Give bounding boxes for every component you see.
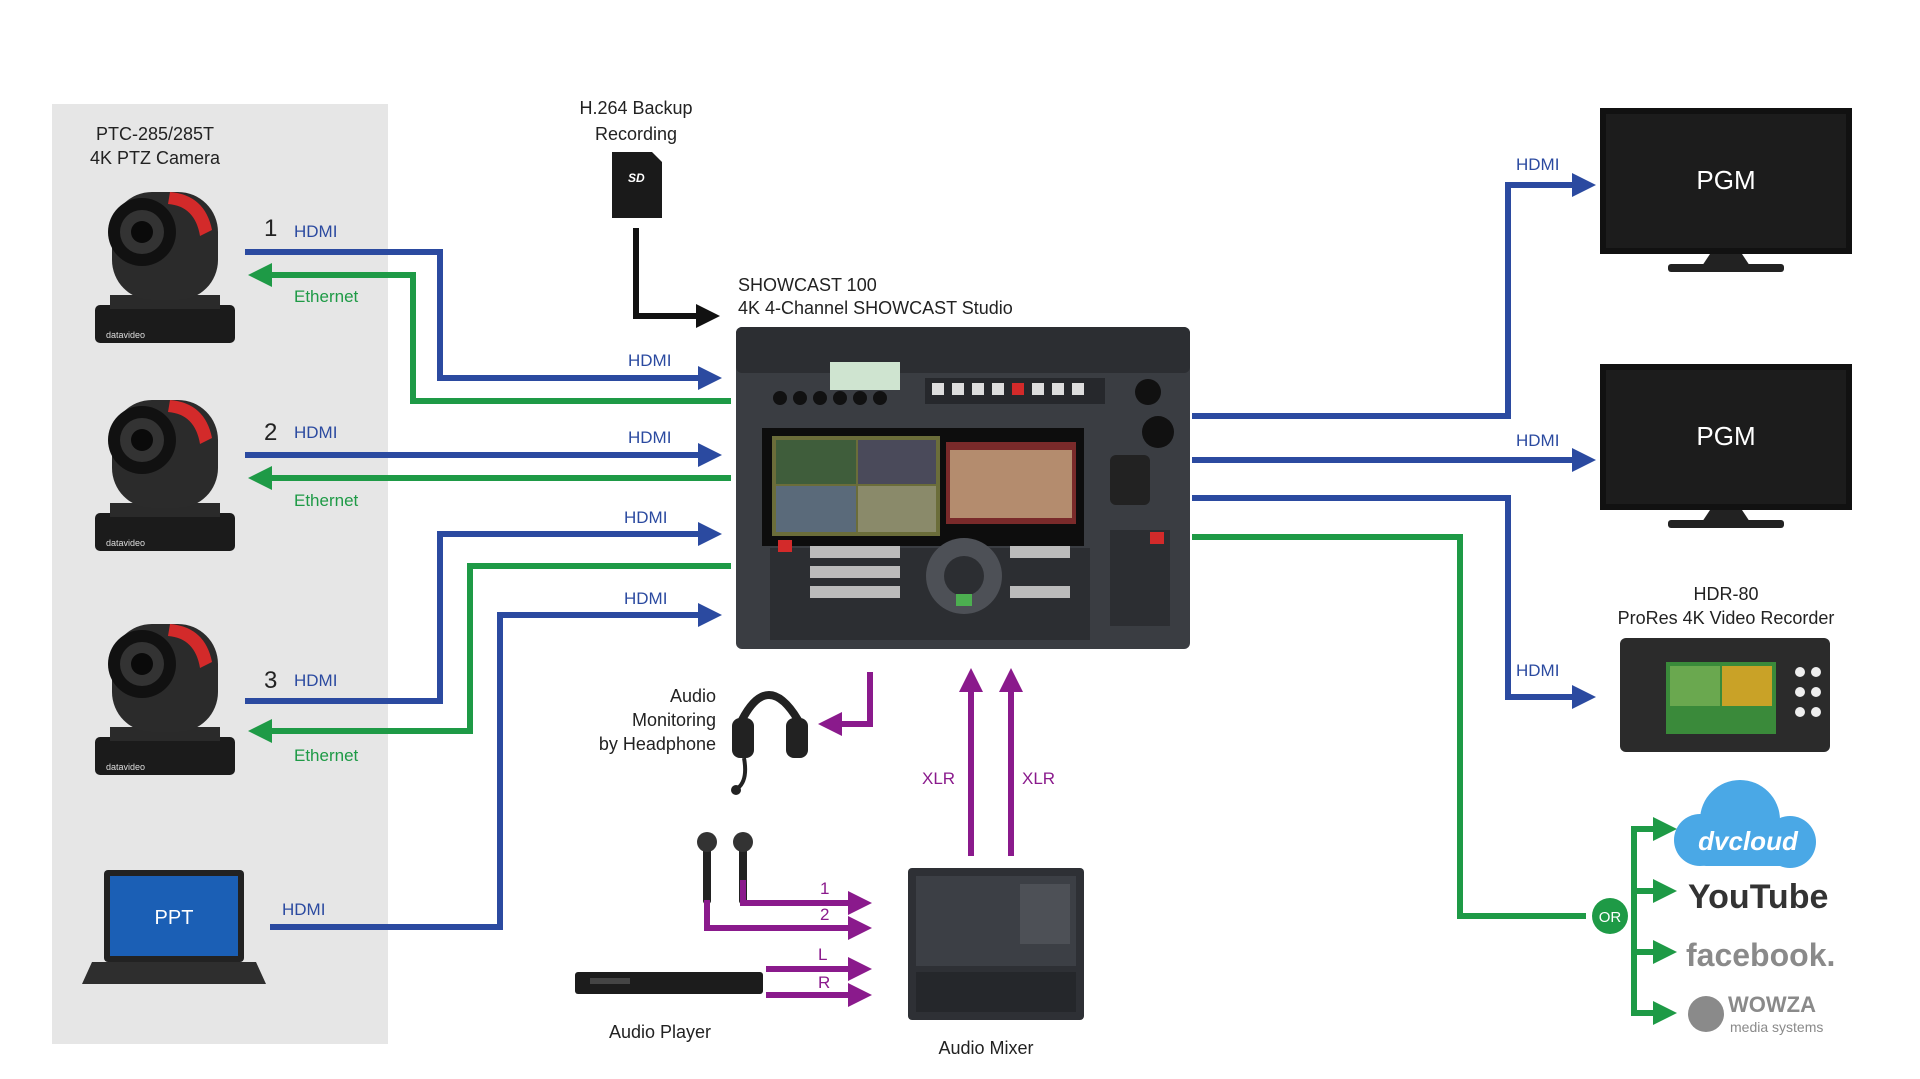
svg-text:SD: SD	[628, 171, 645, 185]
recorder-hdmi-label: HDMI	[1516, 661, 1559, 680]
studio-input-2-label: HDMI	[628, 428, 671, 447]
recorder-title-line1: HDR-80	[1693, 584, 1758, 604]
audio-mixer-label: Audio Mixer	[938, 1038, 1033, 1058]
camera-2-number: 2	[264, 419, 277, 446]
studio-title-line2: 4K 4-Channel SHOWCAST Studio	[738, 298, 1013, 318]
camera-3-ethernet-label: Ethernet	[294, 746, 359, 765]
facebook-icon: facebook.	[1686, 937, 1835, 973]
laptop: PPT	[82, 870, 266, 984]
or-label: OR	[1599, 909, 1622, 926]
svg-text:datavideo: datavideo	[106, 330, 145, 340]
wowza-icon: WOWZA media systems	[1688, 992, 1823, 1035]
camera-3-number: 3	[264, 667, 277, 694]
svg-text:datavideo: datavideo	[106, 762, 145, 772]
ptz-camera-2: datavideo	[95, 400, 235, 551]
pgm-monitor-2-text: PGM	[1696, 421, 1755, 451]
studio-input-1-label: HDMI	[628, 351, 671, 370]
pgm-monitor-1: PGM	[1600, 108, 1852, 272]
camera-2-ethernet-label: Ethernet	[294, 491, 359, 510]
pgm-monitor-1-text: PGM	[1696, 165, 1755, 195]
audio-player-device	[575, 972, 763, 994]
audio-player-label: Audio Player	[609, 1022, 711, 1042]
pgm2-hdmi-label: HDMI	[1516, 431, 1559, 450]
right-channel-label: R	[818, 973, 830, 992]
recorder-title-line2: ProRes 4K Video Recorder	[1618, 608, 1835, 628]
audio-monitor-line3: by Headphone	[599, 734, 716, 754]
camera-group-subtitle: 4K PTZ Camera	[90, 148, 221, 168]
audio-monitor-line1: Audio	[670, 686, 716, 706]
laptop-hdmi-label: HDMI	[282, 900, 325, 919]
audio-monitor-line2: Monitoring	[632, 710, 716, 730]
output-connections	[1192, 173, 1677, 1025]
svg-text:facebook.: facebook.	[1686, 937, 1835, 973]
mic-1-label: 1	[820, 879, 829, 898]
mic-2-label: 2	[820, 905, 829, 924]
camera-1-hdmi-label: HDMI	[294, 222, 337, 241]
studio-title-line1: SHOWCAST 100	[738, 275, 877, 295]
camera-1-number: 1	[264, 215, 277, 242]
showcast-console	[736, 327, 1190, 649]
headphone-icon	[731, 691, 808, 795]
left-channel-label: L	[818, 945, 827, 964]
xlr-1-label: XLR	[922, 769, 955, 788]
svg-text:dvcloud: dvcloud	[1698, 826, 1799, 856]
mic-connections	[704, 880, 872, 1007]
xlr-2-label: XLR	[1022, 769, 1055, 788]
or-badge	[1592, 898, 1628, 934]
camera-3-hdmi-label: HDMI	[294, 671, 337, 690]
ptz-camera-3: datavideo	[95, 624, 235, 775]
backup-title-line1: H.264 Backup	[579, 98, 692, 118]
camera-connections	[245, 249, 731, 930]
backup-title-line2: Recording	[595, 124, 677, 144]
pgm-monitor-2: PGM	[1600, 364, 1852, 528]
studio-input-4-label: HDMI	[624, 589, 667, 608]
xlr-connections	[959, 668, 1023, 856]
audio-mixer-device	[908, 868, 1084, 1020]
svg-text:datavideo: datavideo	[106, 538, 145, 548]
headphone-connection	[818, 672, 873, 736]
svg-text:WOWZA: WOWZA	[1728, 992, 1816, 1017]
studio-input-3-label: HDMI	[624, 508, 667, 527]
pgm1-hdmi-label: HDMI	[1516, 155, 1559, 174]
laptop-screen-text: PPT	[155, 907, 194, 929]
hdr80-recorder	[1620, 638, 1830, 752]
backup-connection	[633, 228, 720, 328]
youtube-icon: YouTube	[1688, 878, 1828, 916]
ptz-camera-1: datavideo	[95, 192, 235, 343]
dvcloud-icon: dvcloud	[1674, 780, 1816, 868]
sd-card-icon: SD	[612, 152, 662, 218]
svg-text:media systems: media systems	[1730, 1019, 1823, 1035]
camera-2-hdmi-label: HDMI	[294, 423, 337, 442]
svg-text:YouTube: YouTube	[1688, 878, 1828, 916]
camera-1-ethernet-label: Ethernet	[294, 287, 359, 306]
camera-group-title: PTC-285/285T	[96, 124, 214, 144]
